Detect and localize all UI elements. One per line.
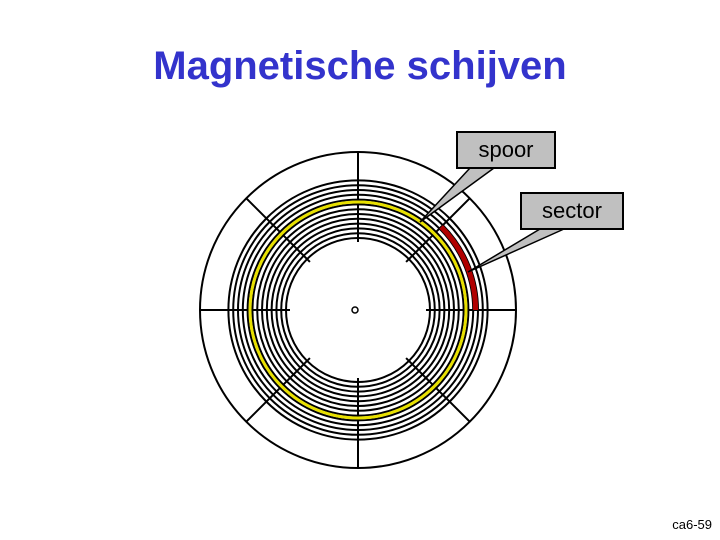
track-ring bbox=[232, 184, 484, 436]
slide-footer: ca6-59 bbox=[672, 517, 712, 532]
sector-boundaries bbox=[200, 152, 516, 468]
sector-boundary-line bbox=[405, 197, 471, 263]
track-ring bbox=[256, 208, 460, 412]
track-ring bbox=[285, 237, 431, 383]
sector-callout-label: sector bbox=[520, 192, 624, 230]
track-callout-label: spoor bbox=[456, 131, 556, 169]
sector-boundary-line bbox=[405, 357, 471, 423]
spindle-hole bbox=[351, 306, 359, 314]
track-ring bbox=[227, 179, 489, 441]
highlighted-track bbox=[248, 200, 468, 420]
track-ring bbox=[280, 232, 436, 388]
track-ring bbox=[270, 222, 446, 398]
track-ring bbox=[251, 203, 465, 417]
sector-boundary-line bbox=[245, 357, 311, 423]
track-ring bbox=[261, 213, 455, 407]
track-ring bbox=[275, 227, 441, 393]
sector-boundary-line bbox=[245, 197, 311, 263]
highlighted-sector bbox=[439, 225, 479, 311]
slide-title: Magnetische schijven bbox=[153, 44, 567, 88]
track-ring bbox=[265, 217, 451, 403]
track-ring bbox=[246, 198, 470, 422]
sector-callout-pointer bbox=[467, 228, 565, 273]
